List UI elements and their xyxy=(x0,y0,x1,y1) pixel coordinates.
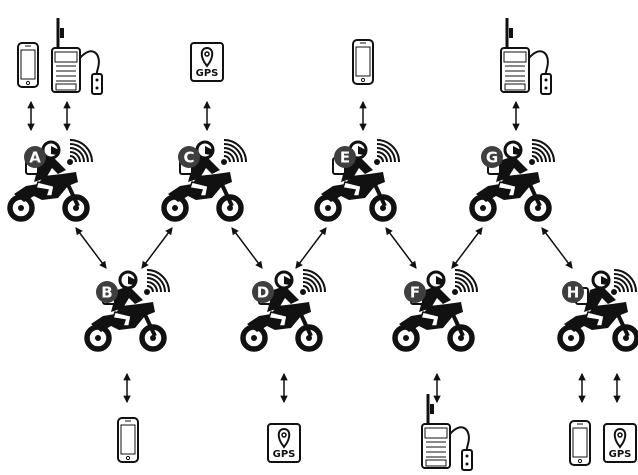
rider-badge xyxy=(481,146,503,168)
smartphone-icon xyxy=(352,39,374,85)
rider-g: G xyxy=(472,139,555,219)
rider-badge xyxy=(178,146,200,168)
rider-label: G xyxy=(486,149,498,167)
smartphone-icon xyxy=(117,417,139,463)
rider-badge xyxy=(562,281,584,303)
gps-label: GPS xyxy=(273,449,296,460)
rider-badge xyxy=(334,146,356,168)
device-phone-e xyxy=(352,39,374,85)
signal-icon xyxy=(220,139,247,166)
rider-badge xyxy=(404,281,426,303)
rider-label: F xyxy=(410,284,420,302)
rider-badge xyxy=(96,281,118,303)
chain-links xyxy=(75,227,573,269)
device-gps-d: GPS xyxy=(267,423,301,463)
rider-f: F xyxy=(395,269,478,349)
link-g-h xyxy=(541,227,573,269)
rider-label: B xyxy=(101,284,112,302)
link-c-d xyxy=(231,227,263,269)
rider-label: D xyxy=(257,284,269,302)
two-way-radio-icon xyxy=(420,392,474,472)
link-a-b xyxy=(75,227,107,269)
signal-icon xyxy=(610,269,637,296)
smartphone-icon xyxy=(569,420,591,466)
rider-h: H xyxy=(560,269,637,349)
gps-label: GPS xyxy=(196,68,219,79)
device-phone-h xyxy=(569,420,591,466)
signal-icon xyxy=(299,269,326,296)
link-d-e xyxy=(295,227,327,269)
signal-icon xyxy=(143,269,170,296)
device-radio-a xyxy=(50,16,104,96)
rider-b: B xyxy=(87,269,170,349)
device-phone-a xyxy=(17,42,39,88)
rider-a: A xyxy=(10,139,93,219)
rider-label: E xyxy=(340,149,350,167)
link-f-g xyxy=(451,227,483,269)
device-gps-c: GPS xyxy=(190,42,224,82)
device-links xyxy=(27,100,621,404)
device-phone-b xyxy=(117,417,139,463)
two-way-radio-icon xyxy=(50,16,104,96)
two-way-radio-icon xyxy=(499,16,553,96)
gps-label: GPS xyxy=(609,449,632,460)
link-e-f xyxy=(385,227,417,269)
rider-e: E xyxy=(317,139,400,219)
rider-badge xyxy=(252,281,274,303)
rider-label: A xyxy=(29,149,41,167)
smartphone-icon xyxy=(17,42,39,88)
signal-icon xyxy=(373,139,400,166)
rider-d: D xyxy=(243,269,326,349)
device-radio-g xyxy=(499,16,553,96)
device-gps-h: GPS xyxy=(603,423,637,463)
rider-c: C xyxy=(164,139,247,219)
link-b-c xyxy=(141,227,173,269)
signal-icon xyxy=(66,139,93,166)
rider-label: H xyxy=(567,284,580,302)
device-radio-f xyxy=(420,392,474,472)
rider-label: C xyxy=(183,149,194,167)
signal-icon xyxy=(451,269,478,296)
rider-badge xyxy=(24,146,46,168)
signal-icon xyxy=(528,139,555,166)
